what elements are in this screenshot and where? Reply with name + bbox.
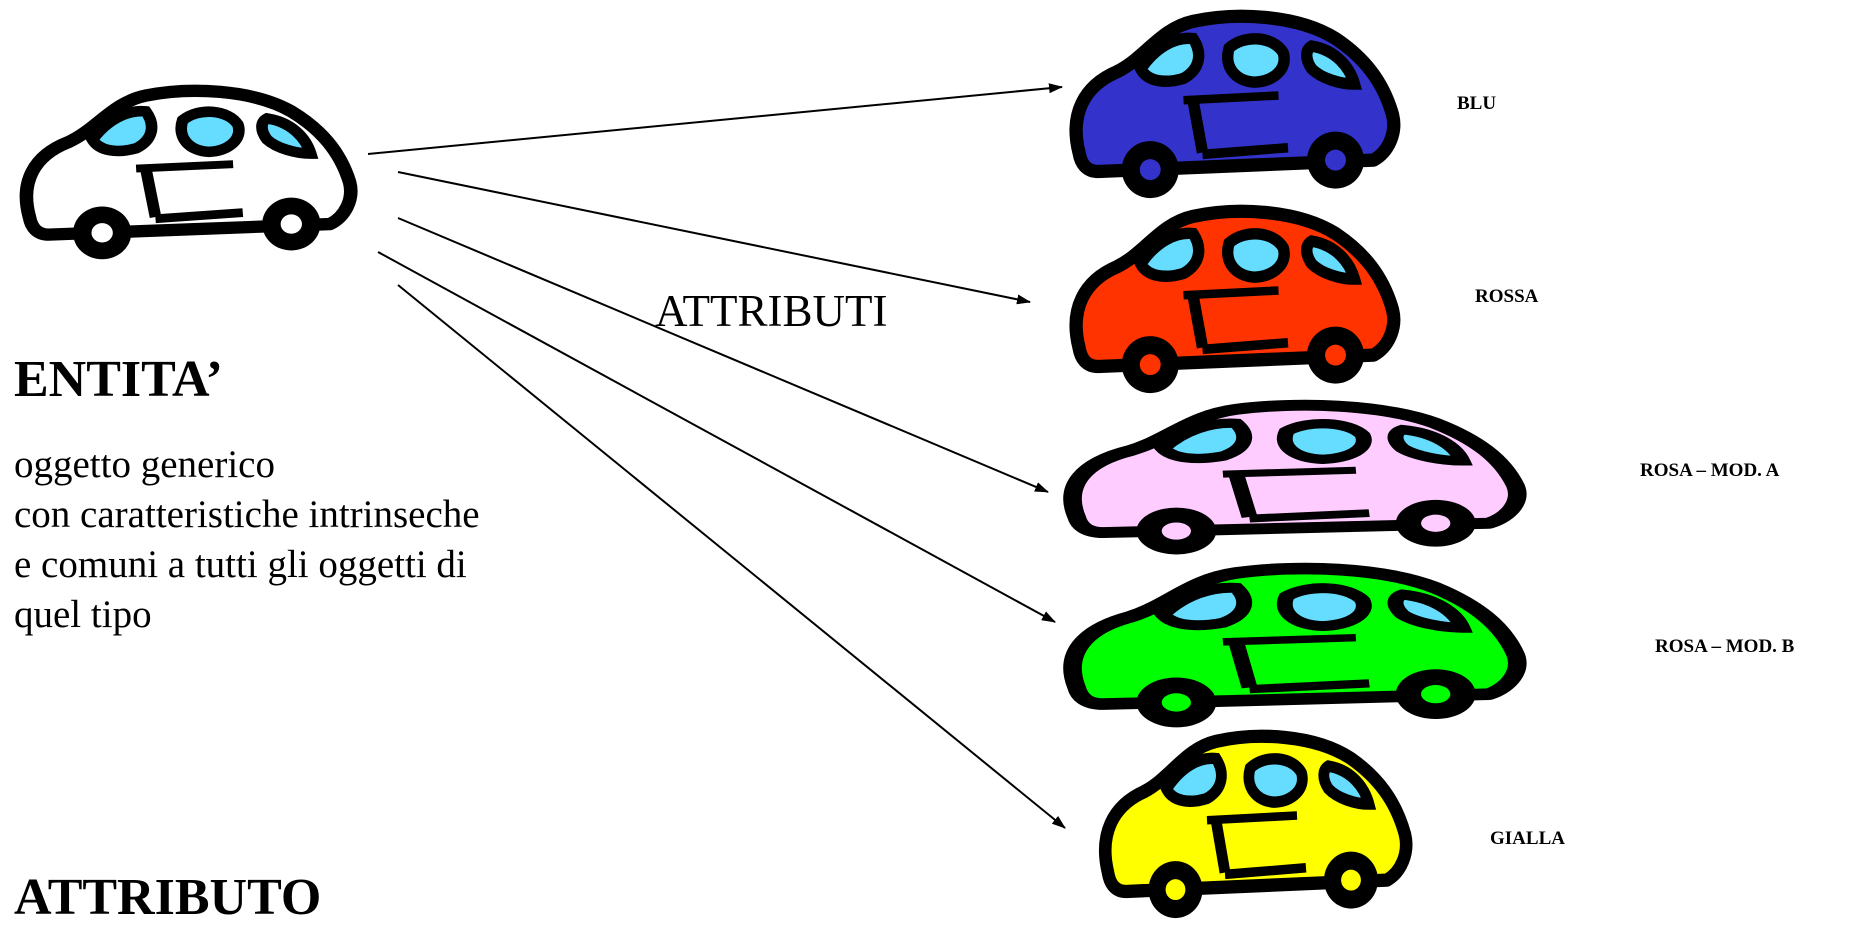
car-label-rosa-mod-a: ROSA – MOD. A — [1640, 460, 1780, 481]
attribute-title: ATTRIBUTO — [14, 869, 322, 926]
entity-description-line: con caratteristiche intrinseche — [14, 493, 480, 536]
entity-description-line: quel tipo — [14, 593, 152, 636]
arrow-to-rosa-mod-b — [377, 251, 1056, 623]
entity-description-line: oggetto generico — [14, 443, 275, 486]
car-icon — [19, 84, 358, 260]
car-gialla-icon — [1098, 729, 1413, 919]
car-label-rossa: ROSSA — [1475, 286, 1539, 307]
arrows-label: ATTRIBUTI — [655, 286, 888, 336]
car-label-gialla: GIALLA — [1490, 828, 1565, 849]
entity-description-line: e comuni a tutti gli oggetti di — [14, 543, 467, 586]
entity-description: oggetto generico con caratteristiche int… — [14, 440, 480, 640]
car-rosa-mod-a-icon — [1063, 399, 1527, 555]
arrow-to-rossa — [397, 171, 1031, 305]
car-label-rosa-mod-b: ROSA – MOD. B — [1655, 636, 1795, 657]
arrow-to-blu — [367, 83, 1063, 155]
entity-title: ENTITA’ — [14, 351, 223, 408]
car-blu-icon — [1069, 9, 1401, 199]
arrow-to-gialla — [397, 284, 1066, 829]
car-label-blu: BLU — [1457, 93, 1497, 114]
car-rossa-icon — [1069, 204, 1401, 394]
car-rosa-mod-b-icon — [1063, 562, 1527, 728]
attribute-arrows — [367, 83, 1066, 829]
arrow-to-rosa-mod-a — [397, 217, 1049, 493]
